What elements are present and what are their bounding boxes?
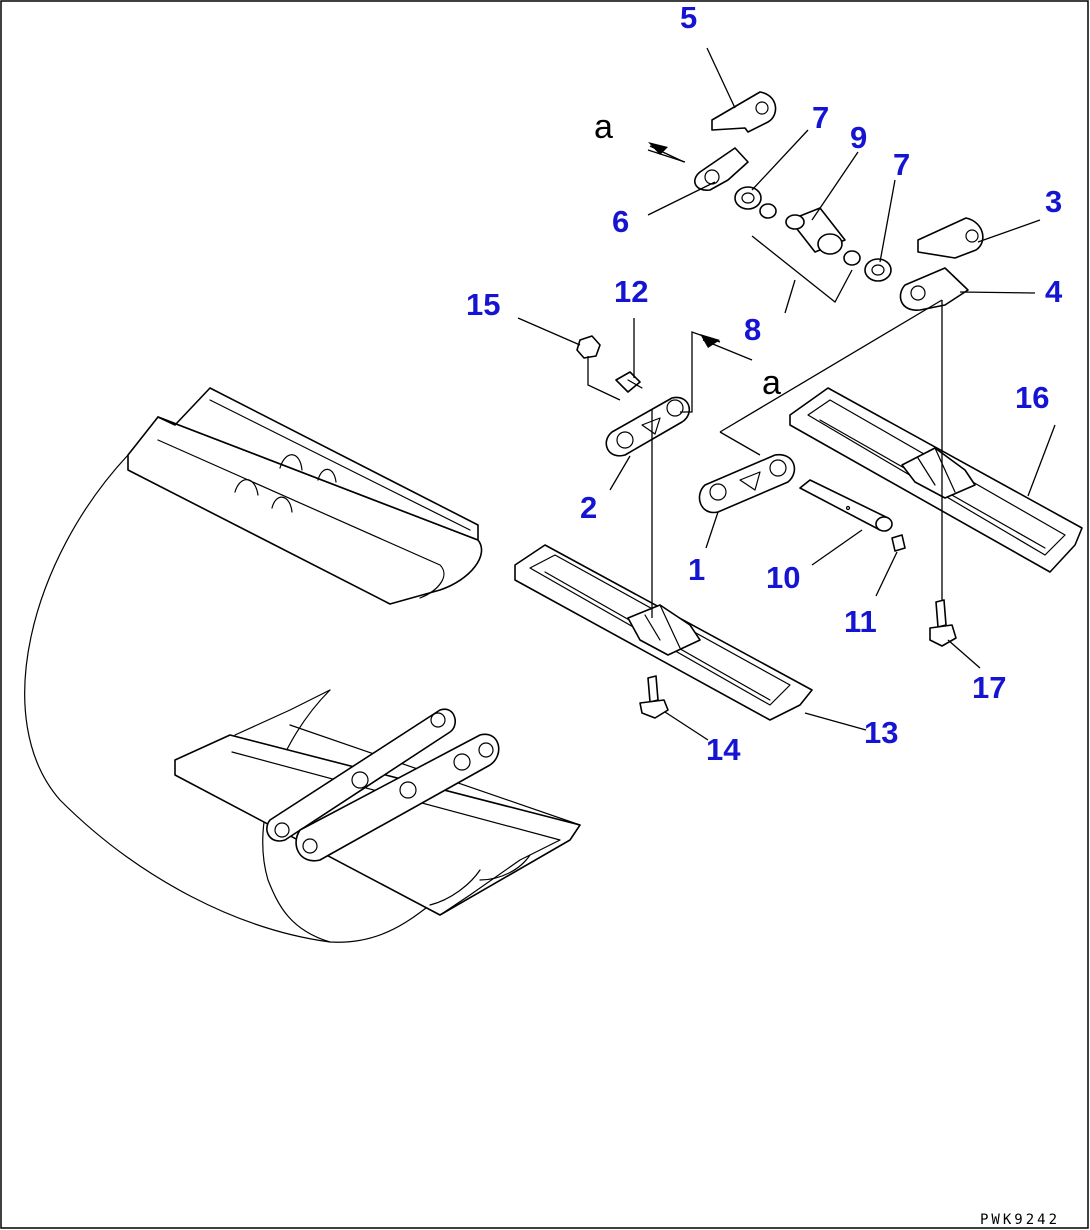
callout-12: 12 xyxy=(614,274,648,309)
callout-8: 8 xyxy=(744,312,761,347)
seal-7-right xyxy=(864,258,892,282)
bushing-9 xyxy=(785,207,846,255)
callout-2: 2 xyxy=(580,490,597,525)
callout-17: 17 xyxy=(972,670,1006,705)
shoe-16 xyxy=(789,387,1083,573)
link-1 xyxy=(698,454,796,514)
spacer-8-left xyxy=(759,203,777,219)
bolt-17 xyxy=(929,599,957,647)
group-8-bracket xyxy=(751,235,853,303)
link-2 xyxy=(605,396,691,457)
callout-13: 13 xyxy=(864,715,898,750)
track-link-chain xyxy=(266,708,500,862)
master-link-5 xyxy=(711,91,777,133)
master-link-4 xyxy=(899,267,969,311)
view-mark-upper: a xyxy=(594,108,613,146)
callout-10: 10 xyxy=(766,560,800,595)
pin-10 xyxy=(799,479,893,532)
callout-11: 11 xyxy=(844,604,877,639)
callout-16: 16 xyxy=(1015,380,1049,415)
view-mark-middle: a xyxy=(762,364,781,402)
nut-15 xyxy=(576,335,601,359)
callout-6: 6 xyxy=(612,204,629,239)
seal-7-left xyxy=(734,186,762,210)
callouts: 5 6 7 7 9 3 4 8 15 12 16 2 1 10 11 17 13… xyxy=(466,0,1063,767)
collar-11 xyxy=(891,534,906,552)
bolt-12 xyxy=(615,371,643,393)
callout-7-right: 7 xyxy=(893,147,910,182)
master-link-6 xyxy=(694,147,749,191)
callout-7-left: 7 xyxy=(812,100,829,135)
callout-4: 4 xyxy=(1045,274,1063,309)
callout-9: 9 xyxy=(850,120,867,155)
drawing-code: PWK9242 xyxy=(980,1212,1060,1228)
assembled-track xyxy=(24,387,581,943)
callout-14: 14 xyxy=(706,732,741,767)
callout-3: 3 xyxy=(1045,184,1062,219)
callout-1: 1 xyxy=(688,552,705,587)
spacer-8-right xyxy=(843,250,861,266)
master-link-3 xyxy=(917,217,984,259)
callout-5: 5 xyxy=(680,0,697,35)
callout-15: 15 xyxy=(466,287,500,322)
leader-lines xyxy=(517,47,1056,741)
bolt-14 xyxy=(639,675,669,719)
view-arrow-middle xyxy=(700,334,720,348)
shoe-13 xyxy=(514,544,813,721)
